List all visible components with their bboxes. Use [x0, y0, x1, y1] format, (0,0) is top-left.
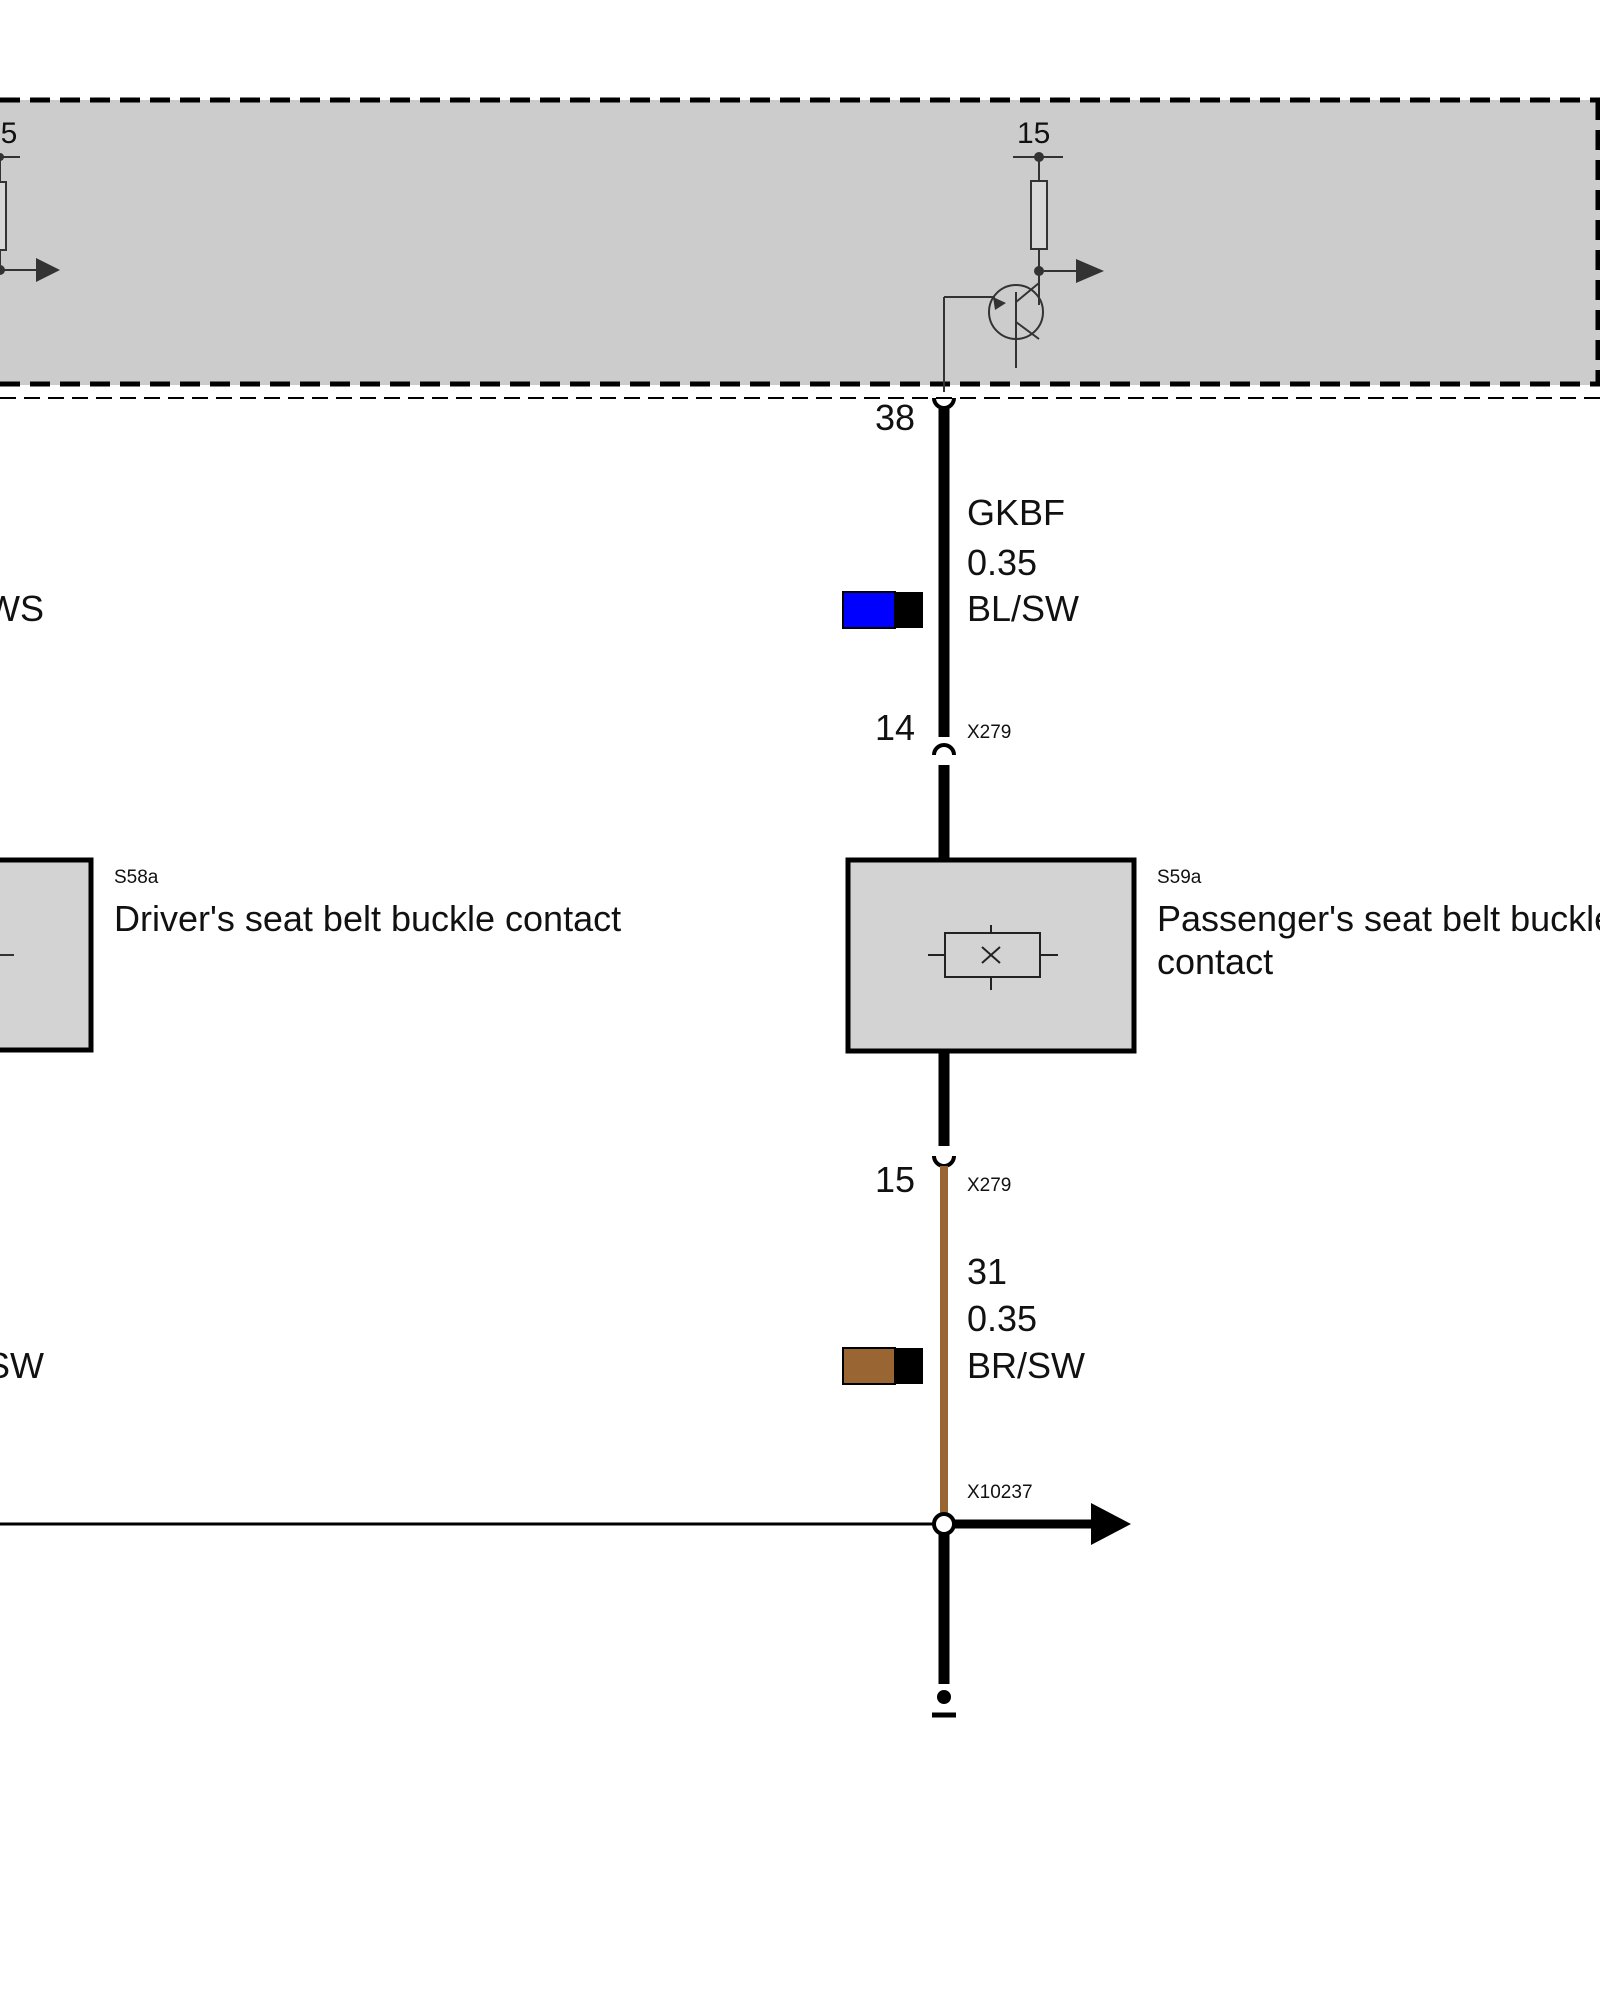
upper-wire-color: BL/SW	[967, 588, 1079, 629]
control-unit: 15 15	[0, 97, 1600, 399]
left-circuit: WS S58a Driver's seat belt buckle contac…	[0, 588, 944, 1526]
passenger-component-name-line1: Passenger's seat belt buckle	[1157, 898, 1600, 939]
output-arrow-icon	[1076, 259, 1104, 283]
lower-wire-color: BR/SW	[967, 1345, 1085, 1386]
ground-splice-ref: X10237	[967, 1482, 1033, 1503]
transistor-arrow	[993, 297, 1006, 310]
right-circuit: 38 GKBF 0.35 BL/SW 14 X279 S59a Passenge…	[842, 397, 1600, 1718]
left-lower-wire-color-label: SW	[0, 1345, 44, 1386]
lower-wire-cross-section: 0.35	[967, 1298, 1037, 1339]
supply-node	[1034, 152, 1044, 162]
lower-wire-color-swatch	[842, 1347, 923, 1385]
control-unit-body	[0, 100, 1600, 385]
pullup-resistor	[1030, 180, 1048, 250]
upper-wire-color-swatch	[842, 591, 923, 629]
connector-x279-pin15-symbol	[932, 1155, 956, 1168]
output-node	[1034, 266, 1044, 276]
ground-point-dot	[937, 1690, 951, 1704]
driver-component-name: Driver's seat belt buckle contact	[114, 898, 621, 939]
ecu-pin-38-connector	[932, 397, 956, 410]
ground-splice-node	[932, 1512, 956, 1536]
right-supply-terminal-label: 15	[1017, 117, 1050, 150]
passenger-component-ref: S59a	[1157, 867, 1202, 888]
ecu-pin-label: 38	[875, 397, 915, 438]
connector-lower-ref: X279	[967, 1175, 1011, 1196]
connector-upper-pin: 14	[875, 707, 915, 748]
left-supply-terminal-label: 15	[0, 117, 17, 150]
connector-lower-pin: 15	[875, 1159, 915, 1200]
buckle-contact-symbol	[928, 925, 1058, 990]
connector-upper-ref: X279	[967, 722, 1011, 743]
connector-x279-pin14-symbol	[932, 743, 956, 756]
upper-wire-signal: GKBF	[967, 492, 1065, 533]
lower-wire-signal: 31	[967, 1251, 1007, 1292]
driver-buckle-contact-box	[0, 857, 94, 1053]
passenger-component-name-line2: contact	[1157, 941, 1273, 982]
left-upper-wire-color-label: WS	[0, 588, 44, 629]
splice-arrow-icon	[1091, 1503, 1131, 1545]
driver-component-ref: S58a	[114, 867, 159, 888]
left-internal-circuit	[0, 153, 60, 282]
upper-wire-cross-section: 0.35	[967, 542, 1037, 583]
